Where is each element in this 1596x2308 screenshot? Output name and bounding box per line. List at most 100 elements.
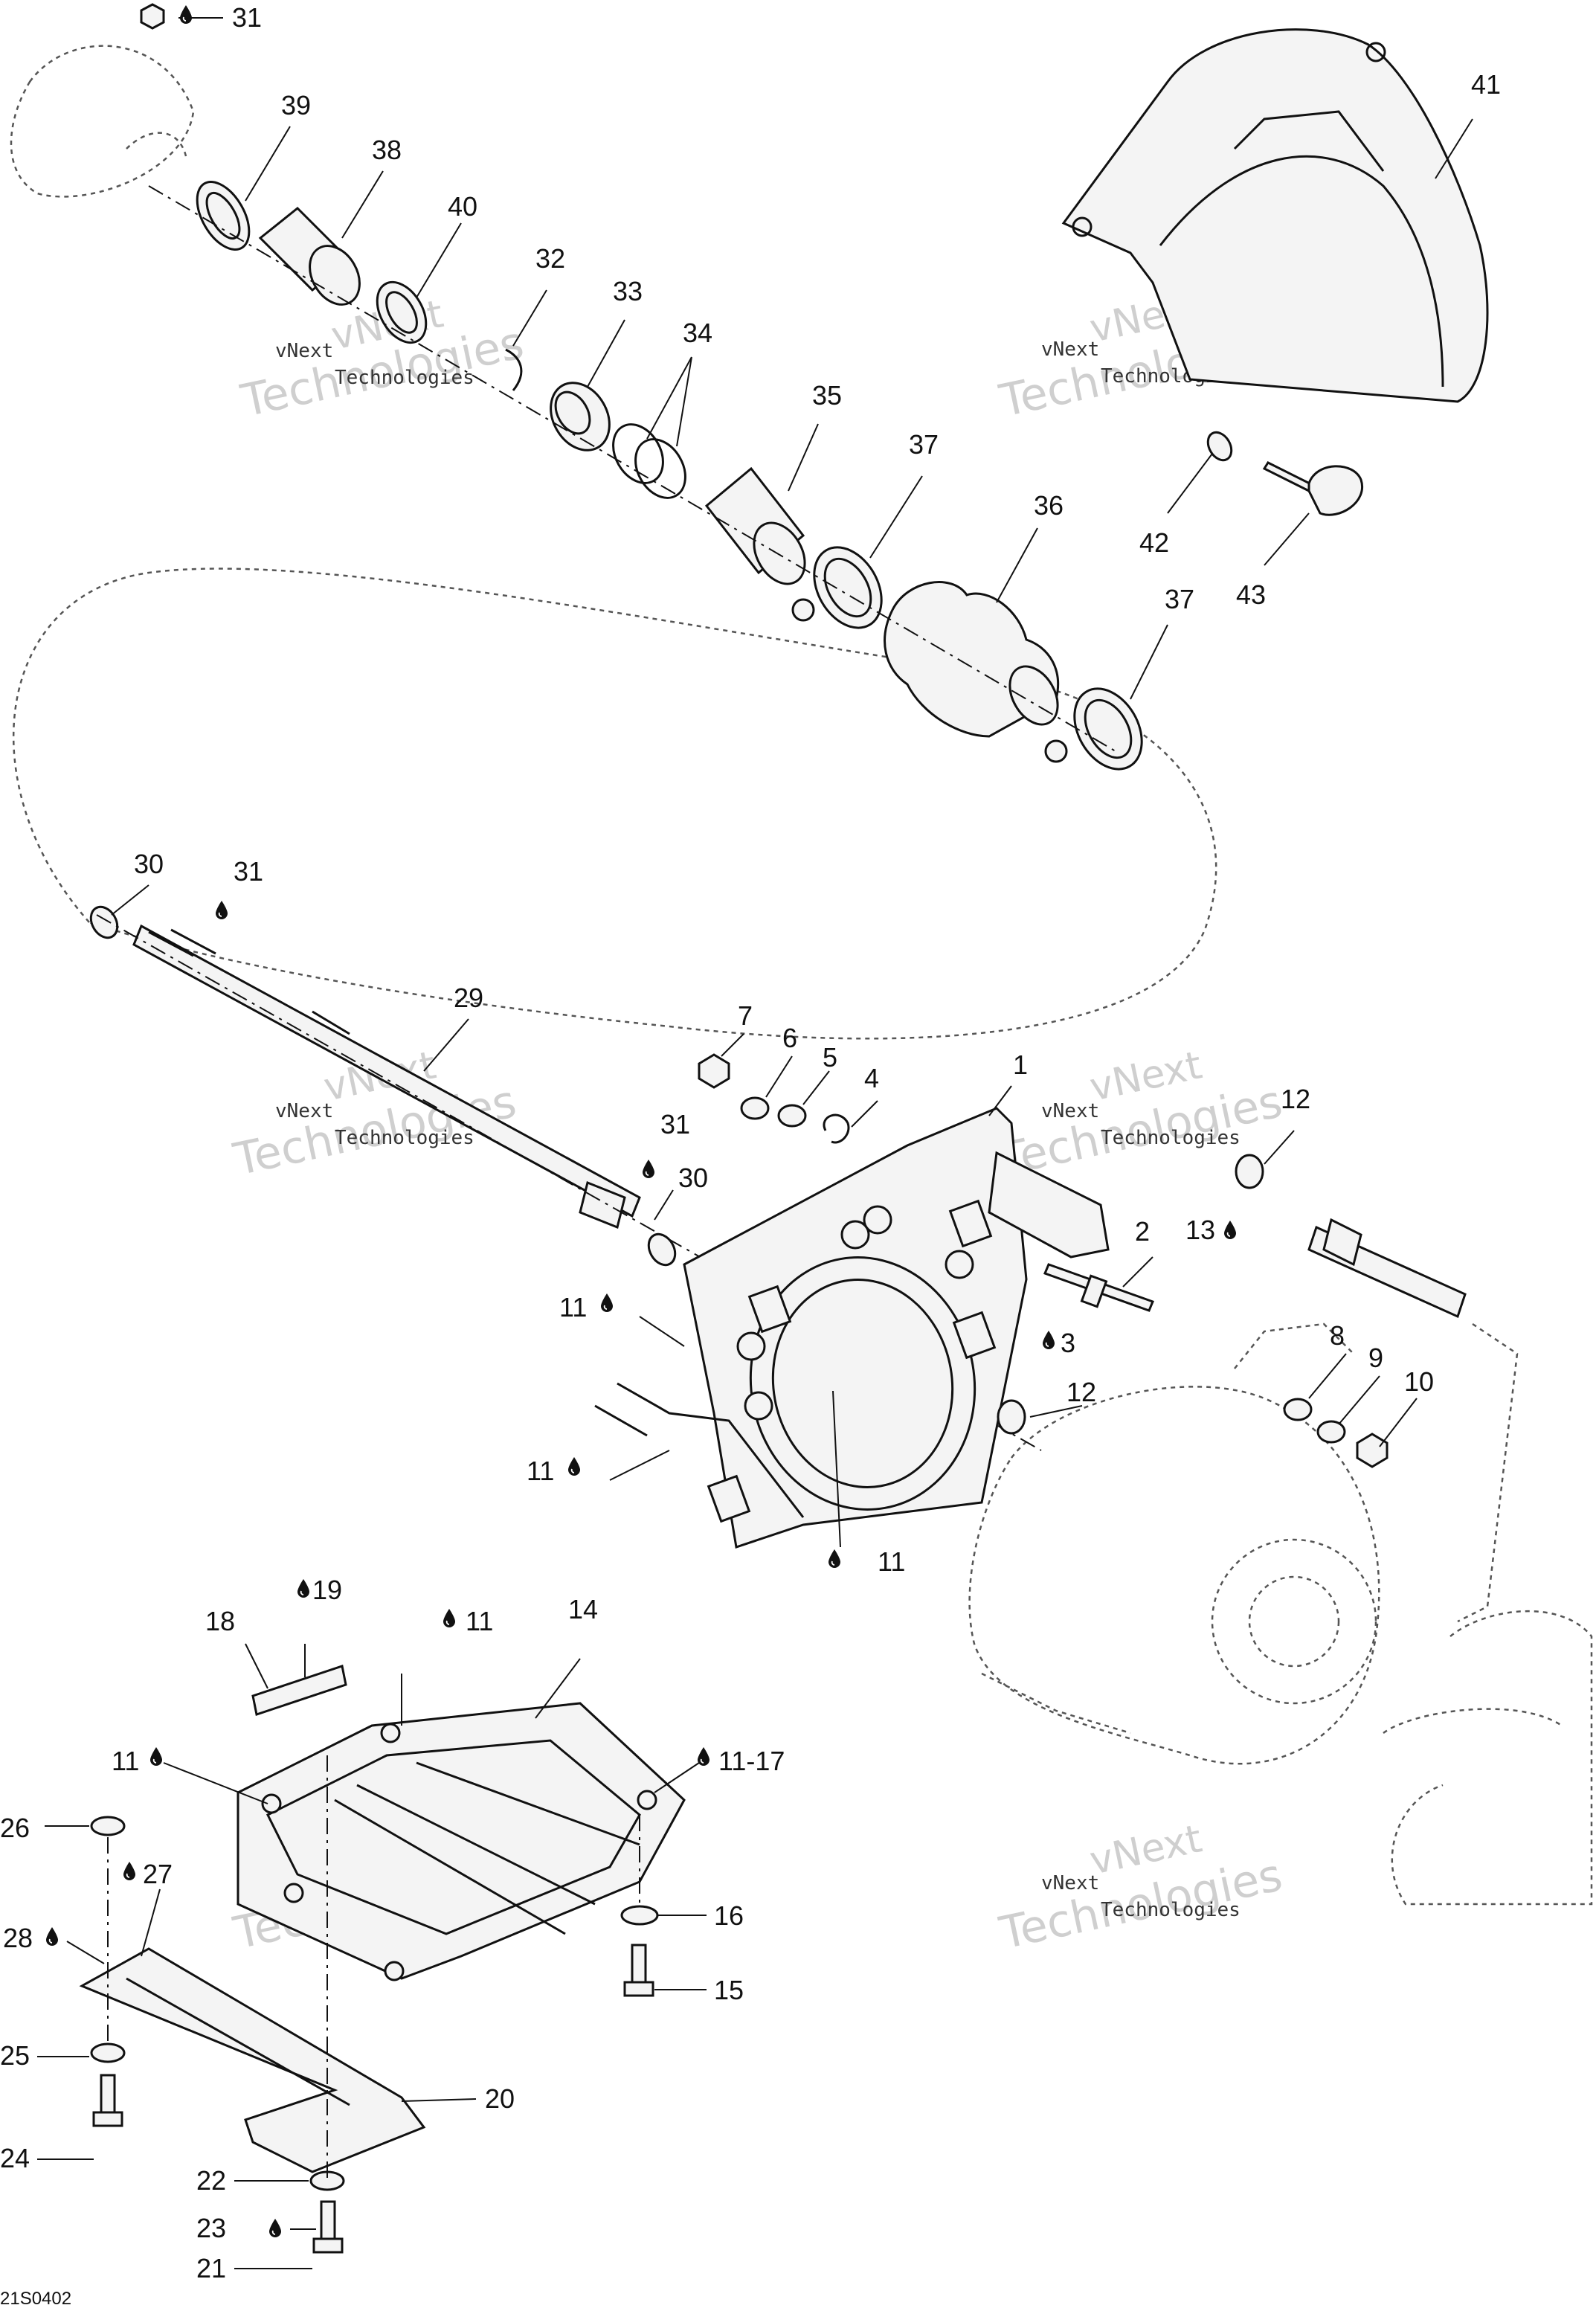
callout-26: 26 — [0, 1813, 30, 1843]
oil-drop-icon — [179, 4, 193, 25]
bushing-12-upper — [1235, 1154, 1264, 1189]
callout-43: 43 — [1236, 579, 1266, 610]
svg-text:vNext: vNext — [275, 1100, 333, 1122]
svg-text:vNext: vNext — [1041, 1872, 1099, 1894]
intake-grate-20 — [79, 1947, 426, 2173]
callout-35: 35 — [812, 380, 842, 411]
callout-12-lower: 12 — [1066, 1377, 1096, 1407]
hose-clamp-37-lower — [1044, 687, 1143, 771]
diagram-code: 21S0402 — [0, 2289, 71, 2308]
callout-33: 33 — [613, 276, 643, 306]
callout-39: 39 — [281, 90, 311, 120]
callout-30-upper: 30 — [134, 849, 164, 879]
callout-23: 23 — [196, 2213, 226, 2243]
oil-drop-icon — [297, 1578, 310, 1598]
oil-drop-icon — [149, 1746, 163, 1767]
callout-29: 29 — [454, 983, 483, 1013]
callout-40: 40 — [448, 191, 477, 222]
callout-18: 18 — [205, 1606, 235, 1636]
hose-clamp-37-upper — [791, 546, 883, 629]
callout-31-shaft: 31 — [234, 856, 263, 887]
callout-11-17: 11-17 — [718, 1746, 785, 1776]
hardware-stack-8-10 — [1283, 1398, 1389, 1468]
callout-34: 34 — [683, 318, 712, 348]
bushing-30-upper — [89, 905, 119, 939]
callout-9: 9 — [1368, 1343, 1383, 1373]
washer-16 — [620, 1905, 659, 1926]
callout-27: 27 — [143, 1859, 173, 1889]
watermark-bottom-right: Technologies vNext vNext Technologies — [995, 1816, 1287, 1959]
hex-bolt-31-top — [140, 3, 165, 30]
leader-lines — [37, 17, 1473, 2269]
callout-42: 42 — [1139, 527, 1169, 558]
callout-11-d: 11 — [466, 1606, 493, 1636]
circlip-32 — [505, 348, 523, 391]
bushing-35 — [704, 466, 806, 585]
callout-38: 38 — [372, 135, 402, 165]
pump-support-housing-1 — [594, 1107, 1110, 1549]
oil-drop-icon — [268, 2218, 282, 2238]
oil-drop-icon — [642, 1159, 655, 1179]
callout-37-upper: 37 — [909, 429, 939, 460]
centerline-driveshaft — [96, 914, 1042, 1451]
screw-24 — [92, 2074, 123, 2127]
oil-drop-icon — [1042, 1330, 1055, 1350]
callout-28: 28 — [3, 1923, 33, 1953]
hose-clamp-39 — [196, 180, 251, 251]
ride-plate-14 — [236, 1702, 686, 1981]
washer-42 — [1206, 431, 1233, 462]
callout-20: 20 — [485, 2083, 515, 2114]
oil-drop-icon — [1223, 1220, 1237, 1240]
callout-13: 13 — [1185, 1215, 1215, 1245]
centerline-driveline — [148, 185, 1116, 752]
callout-41: 41 — [1471, 69, 1501, 100]
oil-drop-icon — [600, 1293, 614, 1313]
callout-37-lower: 37 — [1165, 584, 1194, 614]
hardware-stack-4-7 — [698, 1053, 850, 1144]
callout-24: 24 — [0, 2143, 30, 2173]
svg-text:vNext: vNext — [275, 340, 333, 362]
ghost-engine-coupler — [10, 45, 195, 198]
callout-21: 21 — [196, 2253, 226, 2283]
callout-12-upper: 12 — [1281, 1084, 1310, 1114]
o-rings-34 — [612, 423, 686, 499]
callout-19: 19 — [312, 1575, 342, 1605]
callout-7: 7 — [738, 1000, 753, 1031]
svg-text:Technologies: Technologies — [1101, 1127, 1241, 1149]
callout-14: 14 — [568, 1594, 598, 1624]
callout-11-a: 11 — [559, 1292, 587, 1322]
callout-1: 1 — [1013, 1049, 1028, 1080]
callout-10: 10 — [1404, 1366, 1434, 1397]
bellows-boot-36 — [884, 581, 1060, 738]
fastener-43 — [1262, 461, 1364, 516]
callout-30-lower: 30 — [678, 1163, 708, 1193]
steering-tube-assembly — [1307, 1218, 1467, 1319]
svg-text:vNext: vNext — [1041, 1100, 1099, 1122]
boot-38 — [258, 206, 361, 306]
screw-21 — [312, 2200, 344, 2254]
callout-15: 15 — [714, 1975, 744, 2005]
svg-text:vNext: vNext — [1041, 338, 1099, 361]
washer-25 — [90, 2042, 126, 2063]
callout-2: 2 — [1135, 1216, 1150, 1247]
bushing-30-lower — [647, 1232, 677, 1267]
callout-11-b: 11 — [527, 1456, 554, 1486]
ghost-steering-linkage — [1383, 1322, 1593, 1906]
callout-36: 36 — [1034, 490, 1064, 521]
oil-drop-icon — [443, 1608, 456, 1628]
callout-16: 16 — [714, 1900, 744, 1931]
ghost-jet-pump-housing — [968, 1322, 1380, 1765]
callout-11-c: 11 — [878, 1546, 905, 1577]
callout-8: 8 — [1330, 1320, 1345, 1351]
callout-32: 32 — [535, 243, 565, 274]
callout-31: 31 — [232, 2, 262, 33]
driveshaft-envelope-outline — [13, 568, 1217, 1040]
screw-15 — [623, 1944, 654, 1997]
oil-drop-icon — [697, 1746, 710, 1767]
oil-drop-icon — [567, 1456, 581, 1476]
callout-22: 22 — [196, 2165, 226, 2196]
washer-26 — [90, 1816, 126, 1836]
oil-drop-icon — [215, 900, 228, 920]
oil-drop-icon — [123, 1861, 136, 1881]
